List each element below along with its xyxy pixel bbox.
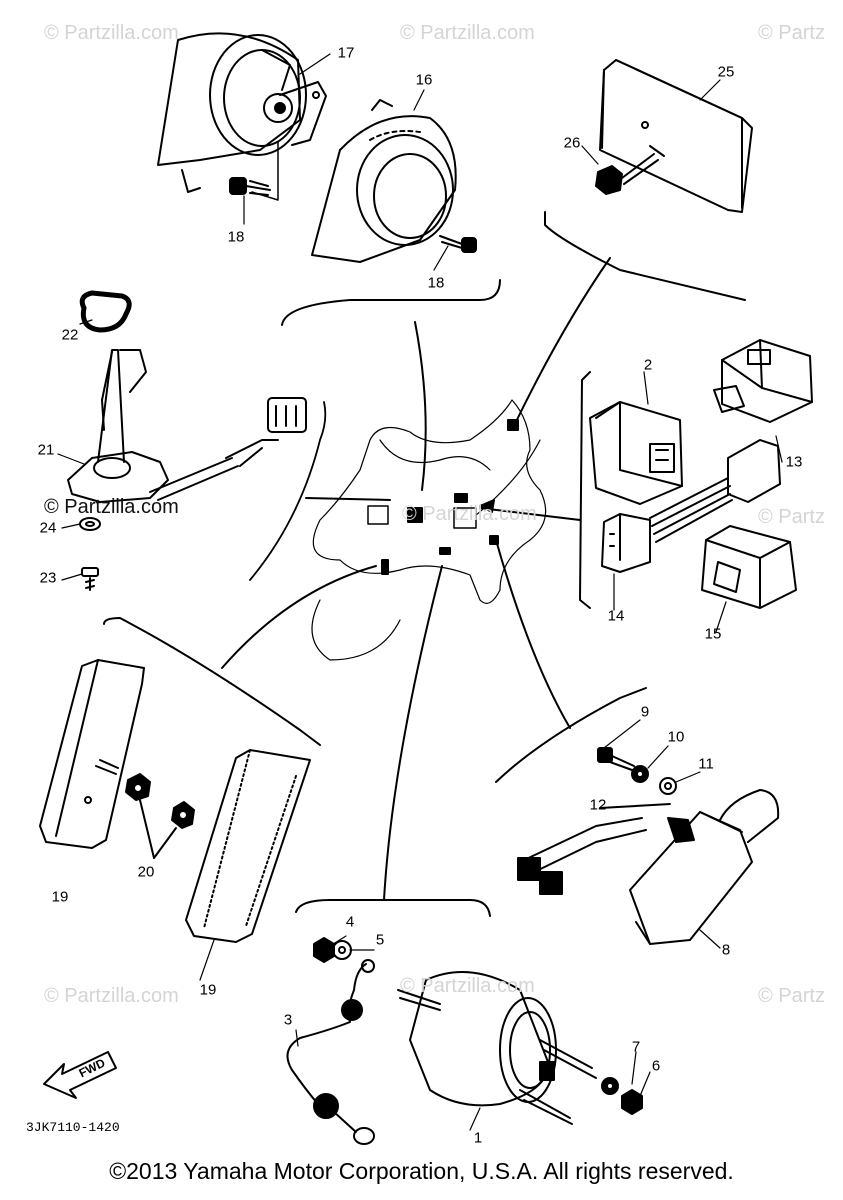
- callout-23: 23: [39, 569, 57, 587]
- callout-15: 15: [704, 625, 722, 643]
- callout-7: 7: [631, 1038, 641, 1056]
- watermark: © Partzilla.com: [402, 503, 537, 525]
- diagram-code: 3JK7110-1420: [26, 1120, 120, 1135]
- callout-22: 22: [61, 326, 79, 344]
- callout-11: 11: [698, 755, 714, 773]
- starter-motor-icon: [397, 971, 597, 1125]
- bolt-icon: [229, 177, 271, 196]
- reflector-icon: [185, 749, 311, 943]
- washer-icon: [631, 765, 677, 795]
- copyright-notice: ©2013 Yamaha Motor Corporation, U.S.A. A…: [109, 1158, 734, 1184]
- callout-10: 10: [667, 728, 685, 746]
- callout-14: 14: [607, 607, 625, 625]
- callout-16: 16: [415, 71, 433, 89]
- relay-icon: [701, 525, 797, 609]
- callout-8: 8: [721, 941, 731, 959]
- watermark: © Partz: [758, 985, 825, 1007]
- callout-20: 20: [137, 863, 155, 881]
- callout-18b: 18: [427, 274, 445, 292]
- bolt-icon: [597, 747, 635, 771]
- callout-19: 19: [51, 888, 69, 906]
- callout-24: 24: [39, 519, 57, 537]
- fuel-sender-icon: [67, 290, 307, 503]
- callout-12: 12: [589, 796, 607, 814]
- relay-icon: [713, 339, 813, 423]
- washer-icon: [79, 517, 101, 531]
- watermark: © Partz: [758, 22, 825, 44]
- watermark: © Partzilla.com: [400, 22, 535, 44]
- callout-9: 9: [640, 703, 650, 721]
- callout-19b: 19: [199, 981, 217, 999]
- screw-icon: [81, 567, 99, 591]
- callout-21: 21: [37, 441, 55, 459]
- watermark: © Partzilla.com: [400, 975, 535, 997]
- horn-icon: [311, 99, 457, 263]
- watermark: © Partzilla.com: [44, 496, 179, 518]
- callout-3: 3: [283, 1011, 293, 1029]
- watermark: © Partz: [758, 506, 825, 528]
- callout-18: 18: [227, 228, 245, 246]
- callout-5: 5: [375, 931, 385, 949]
- nut-icon: [313, 937, 643, 1115]
- horn-icon: [157, 32, 327, 193]
- motorcycle-outline-icon: [311, 399, 547, 661]
- callout-4: 4: [345, 913, 355, 931]
- callout-1: 1: [473, 1129, 483, 1147]
- callout-26: 26: [563, 134, 581, 152]
- watermark: © Partzilla.com: [44, 22, 179, 44]
- callout-25: 25: [717, 63, 735, 81]
- cable-icon: [286, 959, 375, 1145]
- reflector-icon: [599, 59, 753, 213]
- callout-17: 17: [337, 44, 355, 62]
- relay-icon: [601, 439, 781, 573]
- fwd-arrow-icon: [43, 1051, 117, 1099]
- nut-icon: [595, 145, 665, 195]
- relay-icon: [589, 401, 683, 505]
- callout-6: 6: [651, 1057, 661, 1075]
- nut-icon: [125, 773, 195, 829]
- reflector-icon: [39, 659, 145, 849]
- starter-relay-icon: [517, 789, 780, 945]
- callout-2: 2: [643, 356, 653, 374]
- watermark: © Partzilla.com: [44, 985, 179, 1007]
- bolt-icon: [439, 235, 477, 253]
- callout-13: 13: [785, 453, 803, 471]
